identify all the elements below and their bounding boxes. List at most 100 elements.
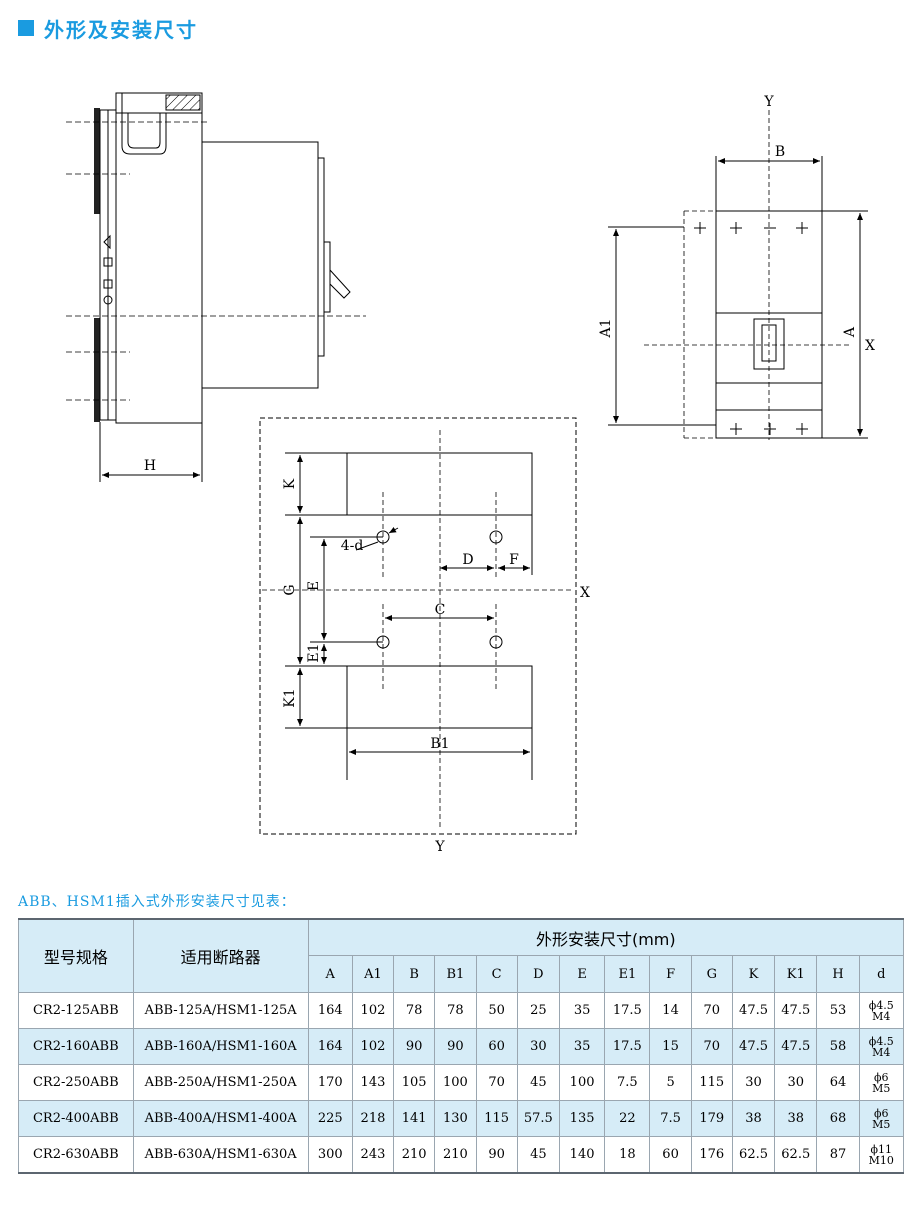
- cell-f: 14: [649, 992, 692, 1029]
- dimension-drawings: H: [0, 70, 920, 870]
- cell-e: 35: [558, 992, 606, 1029]
- dim-header-e: E: [558, 955, 606, 993]
- cell-e1: 22: [604, 1100, 651, 1137]
- cell-a: 170: [307, 1064, 353, 1101]
- cell-c: 115: [475, 1100, 518, 1137]
- cell-b1: 100: [434, 1064, 477, 1101]
- cell-g: 176: [690, 1136, 733, 1174]
- cell-a1: 143: [351, 1064, 395, 1101]
- cell-a1: 102: [351, 992, 395, 1029]
- cell-b1: 210: [434, 1136, 477, 1174]
- plate-label-f: F: [509, 552, 519, 568]
- cell-e: 35: [558, 1028, 606, 1065]
- cell-d-thread: M4: [872, 1009, 891, 1023]
- cell-f: 60: [649, 1136, 692, 1174]
- plate-label-d: D: [462, 552, 473, 568]
- title-square-icon: [18, 20, 34, 36]
- dim-header-a: A: [307, 955, 353, 993]
- table-caption: ABB、HSM1插入式外形安装尺寸见表：: [18, 894, 296, 910]
- section-title-text: 外形及安装尺寸: [44, 17, 198, 42]
- cell-e1: 17.5: [604, 1028, 651, 1065]
- cell-model: CR2-250ABB: [18, 1064, 134, 1101]
- dim-header-a1: A1: [351, 955, 395, 993]
- dim-header-k: K: [731, 955, 776, 993]
- header-model: 型号规格: [18, 918, 134, 993]
- cell-model: CR2-160ABB: [18, 1028, 134, 1065]
- dim-header-f: F: [649, 955, 692, 993]
- front-label-b: B: [775, 144, 785, 160]
- side-mount-bar-top: [94, 108, 100, 214]
- cell-d-diameter: ϕ11: [870, 1142, 893, 1156]
- cell-b: 90: [393, 1028, 436, 1065]
- cell-b: 78: [393, 992, 436, 1029]
- cell-b1: 78: [434, 992, 477, 1029]
- cell-d-thread: M5: [872, 1117, 891, 1131]
- cell-c: 70: [475, 1064, 518, 1101]
- cell-a: 225: [307, 1100, 353, 1137]
- cell-k: 62.5: [731, 1136, 776, 1174]
- cell-model: CR2-125ABB: [18, 992, 134, 1029]
- cell-e1: 17.5: [604, 992, 651, 1029]
- plate-label-x: X: [580, 585, 590, 601]
- cell-e1: 7.5: [604, 1064, 651, 1101]
- cell-f: 7.5: [649, 1100, 692, 1137]
- cell-breaker: ABB-630A/HSM1-630A: [132, 1136, 309, 1174]
- plate-label-c: C: [435, 602, 446, 618]
- dim-header-b1: B1: [434, 955, 477, 993]
- cell-c: 50: [475, 992, 518, 1029]
- cell-h: 64: [816, 1064, 860, 1101]
- cell-d-thread: M5: [872, 1081, 891, 1095]
- side-view: [66, 92, 366, 482]
- cell-model: CR2-400ABB: [18, 1100, 134, 1137]
- cell-breaker: ABB-400A/HSM1-400A: [132, 1100, 309, 1137]
- cell-breaker: ABB-160A/HSM1-160A: [132, 1028, 309, 1065]
- cell-k1: 62.5: [774, 1136, 818, 1174]
- front-label-a1: A1: [598, 318, 614, 338]
- front-label-x: X: [865, 338, 875, 354]
- cell-d-diameter: ϕ4.5: [868, 1034, 894, 1048]
- cell-b1: 130: [434, 1100, 477, 1137]
- cell-k: 30: [731, 1064, 776, 1101]
- mounting-plate: [259, 417, 577, 835]
- cell-b1: 90: [434, 1028, 477, 1065]
- drawings-svg: H: [66, 92, 875, 855]
- cell-a1: 102: [351, 1028, 395, 1065]
- cell-d-thread: M4: [872, 1045, 891, 1059]
- cell-k: 47.5: [731, 1028, 776, 1065]
- cell-a: 164: [307, 1028, 353, 1065]
- cell-g: 70: [690, 1028, 733, 1065]
- dim-header-d: D: [516, 955, 560, 993]
- plate-label-b1: B1: [430, 736, 449, 752]
- cell-model: CR2-630ABB: [18, 1136, 134, 1174]
- cell-b: 105: [393, 1064, 436, 1101]
- cell-c: 60: [475, 1028, 518, 1065]
- cell-breaker: ABB-125A/HSM1-125A: [132, 992, 309, 1029]
- cell-d: 25: [516, 992, 560, 1029]
- side-label-h: H: [144, 458, 156, 474]
- dim-header-d: d: [858, 955, 905, 993]
- cell-h: 68: [816, 1100, 860, 1137]
- cell-h: 87: [816, 1136, 860, 1174]
- cell-e: 135: [558, 1100, 606, 1137]
- cell-h: 58: [816, 1028, 860, 1065]
- cell-d: 57.5: [516, 1100, 560, 1137]
- section-title: 外形及安装尺寸: [18, 14, 198, 42]
- cell-c: 90: [475, 1136, 518, 1174]
- cell-d-diameter: ϕ4.5: [868, 998, 894, 1012]
- front-label-y: Y: [763, 94, 774, 110]
- cell-a: 164: [307, 992, 353, 1029]
- cell-e1: 18: [604, 1136, 651, 1174]
- cell-e: 100: [558, 1064, 606, 1101]
- cell-a1: 243: [351, 1136, 395, 1174]
- side-mount-bar-bottom: [94, 318, 100, 422]
- cell-g: 179: [690, 1100, 733, 1137]
